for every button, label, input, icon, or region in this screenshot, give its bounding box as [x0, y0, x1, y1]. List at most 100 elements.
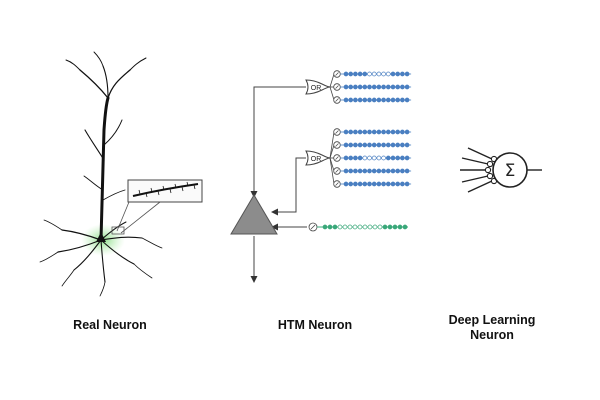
- synapse-dot: [381, 97, 386, 103]
- htm-cell-body: [230, 194, 278, 235]
- synapse-dot: [376, 142, 382, 148]
- caption-real-neuron: Real Neuron: [73, 318, 147, 332]
- caption-deep-learning-neuron: Deep Learning Neuron: [448, 313, 536, 342]
- input-line-1: [467, 147, 493, 160]
- synapse-dot: [385, 84, 391, 90]
- or-gate-middle: OR: [305, 150, 331, 166]
- synapse-dot: [343, 71, 349, 77]
- synapse-dot: [376, 84, 382, 90]
- synapse-dot: [348, 71, 354, 77]
- synapse-dot: [400, 129, 405, 135]
- context-segment-3: [333, 154, 412, 162]
- synapse-dot: [390, 142, 396, 148]
- synapse-dot: [385, 97, 391, 103]
- synapse-dot: [400, 142, 405, 148]
- synapse-dot: [362, 181, 368, 187]
- synapse-dot: [385, 129, 391, 135]
- synapse-dot: [367, 71, 372, 77]
- synapse-dot: [376, 155, 382, 161]
- caption-htm-neuron: HTM Neuron: [277, 318, 353, 332]
- synapse-dot: [371, 168, 377, 174]
- summation-symbol: Σ: [505, 161, 516, 181]
- synapse-3: [484, 166, 492, 174]
- synapse-dot: [395, 97, 401, 103]
- synapse-dot: [381, 142, 386, 148]
- synapse-dot: [400, 97, 405, 103]
- threshold-mark: [335, 130, 339, 134]
- synapse-dot: [348, 155, 354, 161]
- synapse-dot: [395, 168, 401, 174]
- synapse-dot: [371, 71, 377, 77]
- synapse-dot: [404, 71, 410, 77]
- context-connection: [271, 157, 306, 216]
- synapse-dot: [381, 155, 386, 161]
- threshold-mark: [335, 143, 339, 147]
- synapse-dot: [385, 168, 391, 174]
- synapse-dot: [381, 168, 386, 174]
- synapse-dot: [400, 168, 405, 174]
- synapse-dot: [376, 129, 382, 135]
- synapse-dot: [353, 181, 358, 187]
- proximal-synapse-dot: [362, 224, 368, 230]
- synapse-dot: [367, 142, 372, 148]
- synapse-dot: [357, 181, 363, 187]
- synapse-dot: [390, 155, 396, 161]
- synapse-dot: [390, 97, 396, 103]
- synapse-dot: [376, 71, 382, 77]
- proximal-threshold-mark: [310, 224, 316, 230]
- synapse-dot: [400, 155, 405, 161]
- deep-learning-neuron-diagram: Σ: [460, 147, 542, 193]
- zoomed-dendrite-spines: [132, 183, 199, 197]
- synapse-dot: [404, 155, 410, 161]
- synapse-dot: [395, 181, 401, 187]
- synapse-dot: [367, 181, 372, 187]
- proximal-synapse-dot: [327, 224, 333, 230]
- or-gate-top-label: OR: [311, 85, 322, 92]
- input-line-4: [461, 175, 489, 183]
- synapse-dot: [367, 155, 372, 161]
- synapse-dot: [343, 155, 349, 161]
- synapse-dot: [343, 142, 349, 148]
- proximal-synapse-dot: [322, 224, 328, 230]
- synapse-dot: [343, 84, 349, 90]
- synapse-dot: [343, 97, 349, 103]
- synapse-dot: [362, 97, 368, 103]
- proximal-synapse-dot: [352, 224, 358, 230]
- proximal-synapse-dot: [377, 224, 383, 230]
- synapse-dot: [390, 71, 396, 77]
- synapse-dot: [357, 129, 363, 135]
- synapse-dot: [395, 84, 401, 90]
- synapse-2: [486, 160, 494, 168]
- input-line-2: [461, 157, 489, 165]
- dendrite-zoom-box: [111, 226, 125, 235]
- synapse-dot: [353, 97, 358, 103]
- top-segment-1: [333, 70, 412, 78]
- synapse-dot: [353, 84, 358, 90]
- synapse-dot: [400, 84, 405, 90]
- synapse-dot: [395, 129, 401, 135]
- synapse-dot: [348, 142, 354, 148]
- synapse-dot: [385, 71, 391, 77]
- context-segment-5: [333, 180, 412, 188]
- threshold-mark: [335, 169, 339, 173]
- synapse-dot: [353, 168, 358, 174]
- threshold-mark: [335, 72, 339, 76]
- threshold-mark: [335, 98, 339, 102]
- synapse-dot: [381, 129, 386, 135]
- synapse-dot: [357, 155, 363, 161]
- synapse-dot: [390, 129, 396, 135]
- synapse-dot: [362, 155, 368, 161]
- top-segment-2: [333, 83, 412, 91]
- synapse-dot: [371, 97, 377, 103]
- synapse-dot: [367, 97, 372, 103]
- synapse-dot: [371, 84, 377, 90]
- top-segment-3: [333, 96, 412, 104]
- threshold-mark: [335, 182, 339, 186]
- synapse-dot: [348, 168, 354, 174]
- synapse-dot: [343, 129, 349, 135]
- synapse-dot: [395, 142, 401, 148]
- synapse-dot: [371, 129, 377, 135]
- synapse-dot: [404, 168, 410, 174]
- proximal-synapse-dot: [372, 224, 378, 230]
- synapse-dot: [385, 142, 391, 148]
